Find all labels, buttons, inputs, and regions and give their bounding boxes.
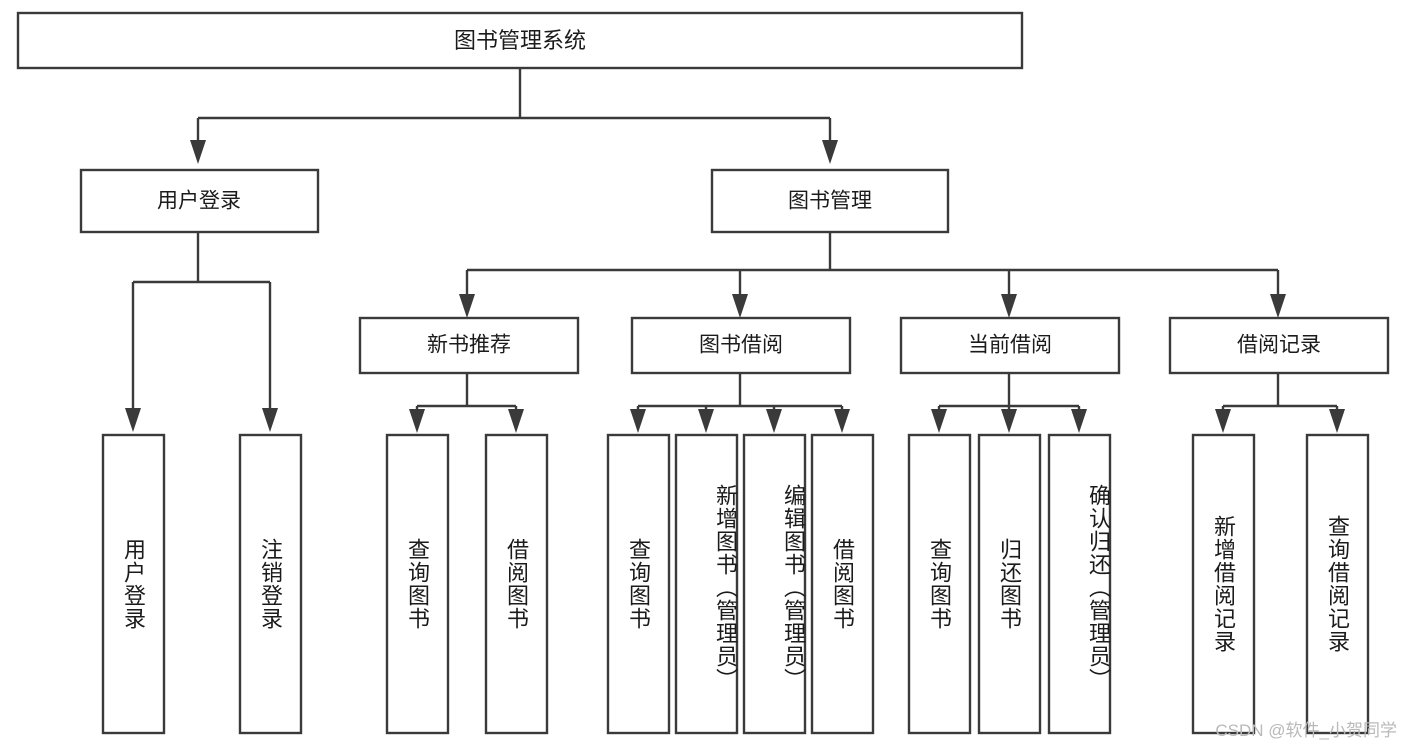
connectors-book-borrow-to-leaves bbox=[630, 373, 850, 433]
leaf-confirm-return-box[interactable] bbox=[1047, 433, 1112, 735]
csdn-watermark: CSDN @软件_小贺同学 bbox=[1215, 721, 1397, 740]
connectors-book-management-to-level3 bbox=[459, 232, 1286, 318]
node-current-borrow-box[interactable] bbox=[899, 316, 1121, 375]
node-book-borrow-label: 图书借阅 bbox=[699, 334, 783, 357]
arrow-head-leaf-add-book bbox=[698, 409, 714, 433]
arrow-head-leaf-query-record bbox=[1329, 409, 1345, 433]
leaf-edit-book-box[interactable] bbox=[742, 433, 807, 735]
leaf-user-login-box[interactable] bbox=[101, 433, 166, 735]
leaf-add-book-box[interactable] bbox=[674, 433, 739, 735]
node-root-box[interactable] bbox=[16, 11, 1024, 70]
arrow-head-leaf-query-book-2 bbox=[630, 409, 646, 433]
connectors-user-login-to-leaves bbox=[125, 232, 278, 432]
leaf-query-book-3-box[interactable] bbox=[907, 433, 972, 735]
arrow-head-leaf-borrow-book-2 bbox=[834, 409, 850, 433]
arrow-head-leaf-borrow-book-1 bbox=[508, 409, 524, 433]
arrow-head-leaf-query-book-3 bbox=[931, 409, 947, 433]
node-book-management[interactable]: 图书管理 bbox=[710, 168, 950, 234]
arrow-head-leaf-return-book bbox=[1001, 409, 1017, 433]
connectors-new-book-recommend-to-leaves bbox=[409, 373, 524, 433]
arrow-head-leaf-user-login bbox=[125, 408, 141, 432]
node-user-login-box[interactable] bbox=[79, 168, 320, 234]
node-current-borrow-label: 当前借阅 bbox=[968, 334, 1052, 357]
node-borrow-record-label: 借阅记录 bbox=[1237, 334, 1321, 357]
arrow-head-leaf-edit-book bbox=[766, 409, 782, 433]
leaf-user-logout-box[interactable] bbox=[238, 433, 303, 735]
node-user-login-label: 用户登录 bbox=[157, 190, 241, 213]
node-borrow-record-box[interactable] bbox=[1168, 316, 1390, 375]
arrow-head-leaf-add-record bbox=[1215, 409, 1231, 433]
arrow-head-leaf-user-logout bbox=[262, 408, 278, 432]
node-book-borrow[interactable]: 图书借阅 bbox=[630, 316, 852, 375]
leaf-borrow-book-1-box[interactable] bbox=[484, 433, 549, 735]
node-borrow-record[interactable]: 借阅记录 bbox=[1168, 316, 1390, 375]
node-user-login[interactable]: 用户登录 bbox=[79, 168, 320, 234]
arrow-head-to-user-login bbox=[190, 140, 206, 164]
leaf-return-book-box[interactable] bbox=[977, 433, 1042, 735]
arrow-head-borrow-record bbox=[1270, 294, 1286, 318]
node-current-borrow[interactable]: 当前借阅 bbox=[899, 316, 1121, 375]
node-new-book-recommend[interactable]: 新书推荐 bbox=[358, 316, 580, 375]
arrow-head-new-book-recommend bbox=[459, 294, 475, 318]
arrow-head-book-borrow bbox=[732, 294, 748, 318]
node-book-management-label: 图书管理 bbox=[788, 190, 872, 213]
node-new-book-recommend-label: 新书推荐 bbox=[427, 334, 511, 357]
leaf-query-book-1-box[interactable] bbox=[385, 433, 450, 735]
node-new-book-recommend-box[interactable] bbox=[358, 316, 580, 375]
node-book-management-box[interactable] bbox=[710, 168, 950, 234]
node-root[interactable]: 图书管理系统 bbox=[16, 11, 1024, 70]
arrow-head-leaf-confirm-return bbox=[1071, 409, 1087, 433]
arrow-head-leaf-query-book-1 bbox=[409, 409, 425, 433]
connectors-root-to-level2 bbox=[190, 68, 838, 164]
connectors-current-borrow-to-leaves bbox=[931, 373, 1087, 433]
arrow-head-current-borrow bbox=[1001, 294, 1017, 318]
arrow-head-to-book-management bbox=[822, 140, 838, 164]
leaf-query-book-2-box[interactable] bbox=[606, 433, 671, 735]
leaf-add-record-box[interactable] bbox=[1191, 433, 1256, 735]
leaf-query-record-box[interactable] bbox=[1305, 433, 1370, 735]
leaf-borrow-book-2-box[interactable] bbox=[810, 433, 875, 735]
connectors-borrow-record-to-leaves bbox=[1215, 373, 1345, 433]
node-root-label: 图书管理系统 bbox=[454, 28, 586, 53]
node-book-borrow-box[interactable] bbox=[630, 316, 852, 375]
leaf-boxes bbox=[101, 433, 1370, 735]
